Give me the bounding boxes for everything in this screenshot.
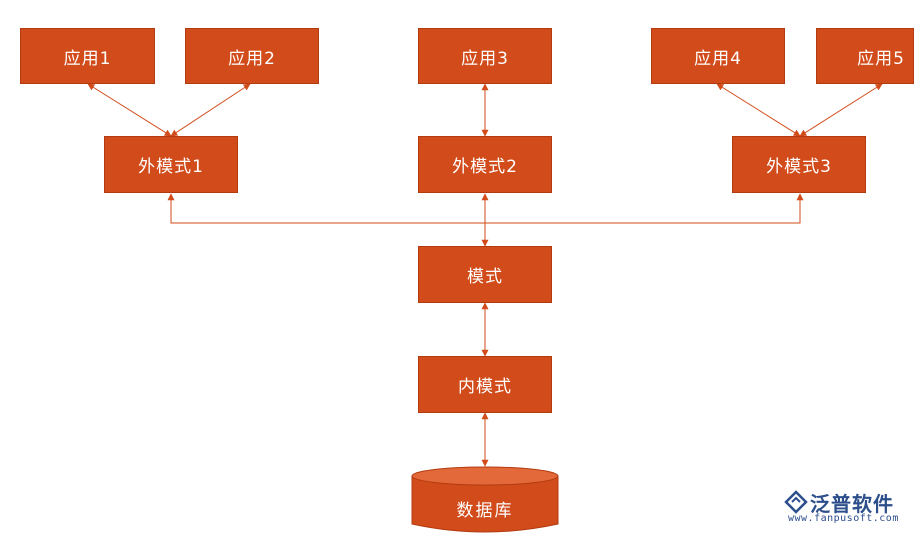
link-app1-ext1 <box>87 83 172 137</box>
link-app5-ext3 <box>799 83 883 137</box>
external-schema-box-2: 外模式2 <box>418 136 552 193</box>
link-app4-ext3 <box>716 83 801 137</box>
brand-url: www.fanpusoft.com <box>788 513 899 524</box>
app-label-5: 应用5 <box>857 48 905 69</box>
link-ext1-schema <box>167 193 485 224</box>
external-schema-label-1: 外模式1 <box>138 157 204 177</box>
brand-name: 泛普软件 <box>810 492 894 516</box>
app-box-1: 应用1 <box>20 28 155 84</box>
app-label-2: 应用2 <box>228 48 276 69</box>
external-schema-label-2: 外模式2 <box>452 157 518 177</box>
internal-schema-label: 内模式 <box>458 377 512 397</box>
app-box-4: 应用4 <box>651 28 785 84</box>
external-schema-box-3: 外模式3 <box>732 136 866 193</box>
brand-logo-icon <box>784 490 808 514</box>
schema-label: 模式 <box>467 267 503 287</box>
link-app2-ext1 <box>170 83 251 137</box>
brand-watermark: 泛普软件 www.fanpusoft.com <box>780 488 910 528</box>
app-box-2: 应用2 <box>185 28 319 84</box>
app-box-5: 应用5 <box>816 28 914 84</box>
app-label-3: 应用3 <box>461 48 509 69</box>
database-cylinder <box>411 466 559 533</box>
external-schema-box-1: 外模式1 <box>104 136 238 193</box>
link-ext3-schema <box>485 193 804 224</box>
app-box-3: 应用3 <box>418 28 552 84</box>
external-schema-label-3: 外模式3 <box>766 157 832 177</box>
schema-box: 模式 <box>418 246 552 303</box>
internal-schema-box: 内模式 <box>418 356 552 413</box>
database-label: 数据库 <box>456 500 514 521</box>
app-label-4: 应用4 <box>694 48 742 69</box>
app-label-1: 应用1 <box>63 48 112 69</box>
